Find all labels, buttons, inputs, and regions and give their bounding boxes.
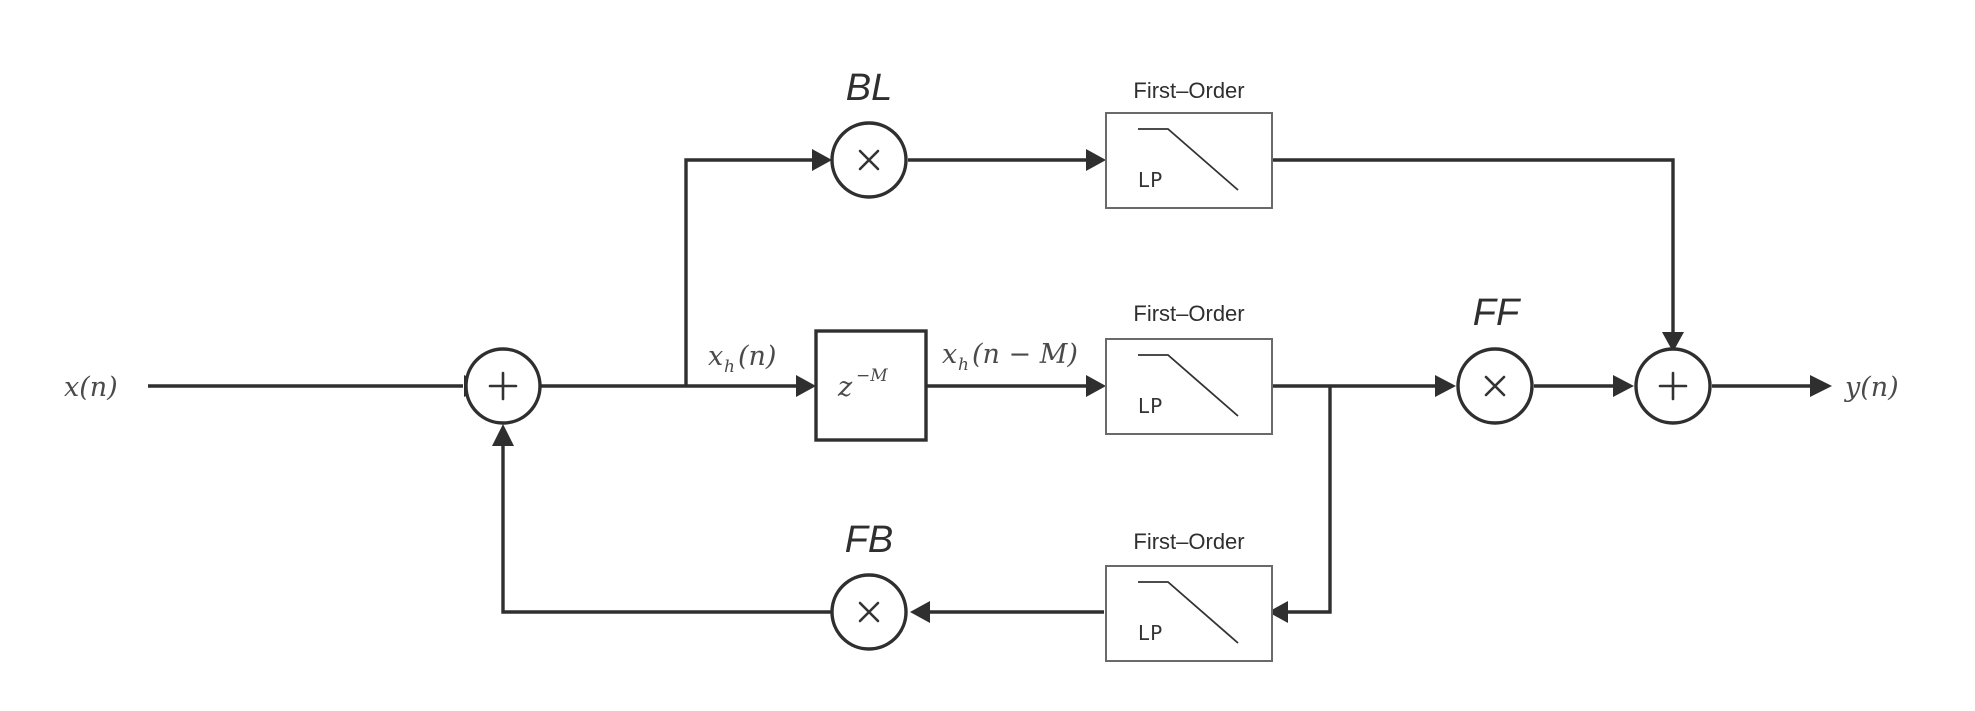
input-sum-node: [464, 347, 542, 425]
arrow-to-bl: [812, 149, 832, 171]
lowpass-response-icon: [1138, 354, 1239, 417]
output-signal-label: y(n): [1844, 372, 1899, 403]
arrow-to-out-sum-top: [1662, 332, 1684, 352]
multiply-icon: [858, 149, 880, 171]
plus-icon: [1658, 371, 1688, 401]
wire-top-lp-to-out-sum: [1272, 158, 1675, 332]
top-lowpass-filter: First–Order LP: [1105, 78, 1273, 209]
delay-output-sub: h: [958, 355, 969, 375]
delay-base: z: [837, 372, 853, 403]
arrow-sum-to-delay: [796, 375, 816, 397]
plus-icon: [488, 371, 518, 401]
middle-lowpass-filter: First–Order LP: [1105, 301, 1273, 435]
ff-multiplier-node: [1456, 347, 1534, 425]
lowpass-response-icon: [1138, 128, 1239, 191]
ff-gain-label: FF: [1473, 292, 1521, 334]
fb-gain-label: FB: [845, 519, 894, 561]
lowpass-response-icon: [1138, 581, 1239, 644]
delay-input-sub: h: [724, 357, 735, 377]
top-filter-caption: First–Order: [1133, 78, 1244, 103]
delay-block: z −M: [814, 329, 928, 442]
middle-filter-caption: First–Order: [1133, 301, 1244, 326]
arrow-to-top-lp: [1086, 149, 1106, 171]
wire-branch-to-bl: [684, 158, 812, 386]
wire-branch-to-bottom-lp: [1288, 386, 1332, 614]
delay-input-arg: (n): [738, 341, 776, 372]
delay-output-signal-label: x h (n − M): [942, 339, 1078, 375]
multiply-icon: [1484, 375, 1506, 397]
arrow-to-fb: [910, 601, 930, 623]
delay-input-signal-label: x h (n): [708, 341, 776, 377]
arrow-to-bottom-lp: [1268, 601, 1288, 623]
delay-exponent: −M: [856, 366, 888, 386]
arrow-ff-to-out-sum: [1613, 375, 1634, 397]
delay-output-base: x: [942, 339, 957, 370]
delay-input-base: x: [708, 341, 723, 372]
top-filter-text: LP: [1138, 168, 1163, 192]
arrow-to-ff: [1435, 375, 1456, 397]
bottom-filter-text: LP: [1138, 621, 1163, 645]
bl-multiplier-node: [830, 121, 908, 199]
output-sum-node: [1634, 347, 1712, 425]
bottom-lowpass-filter: First–Order LP: [1105, 529, 1273, 662]
delay-output-arg: (n − M): [972, 339, 1078, 370]
fb-multiplier-node: [830, 573, 908, 651]
arrow-to-mid-lp: [1086, 375, 1106, 397]
arrow-fb-to-sum: [492, 424, 514, 446]
arrow-to-output: [1810, 375, 1832, 397]
middle-filter-text: LP: [1138, 394, 1163, 418]
bl-gain-label: BL: [846, 67, 892, 109]
input-signal-label: x(n): [64, 372, 118, 403]
multiply-icon: [858, 601, 880, 623]
wire-fb-to-sum: [501, 446, 832, 614]
bottom-filter-caption: First–Order: [1133, 529, 1244, 554]
